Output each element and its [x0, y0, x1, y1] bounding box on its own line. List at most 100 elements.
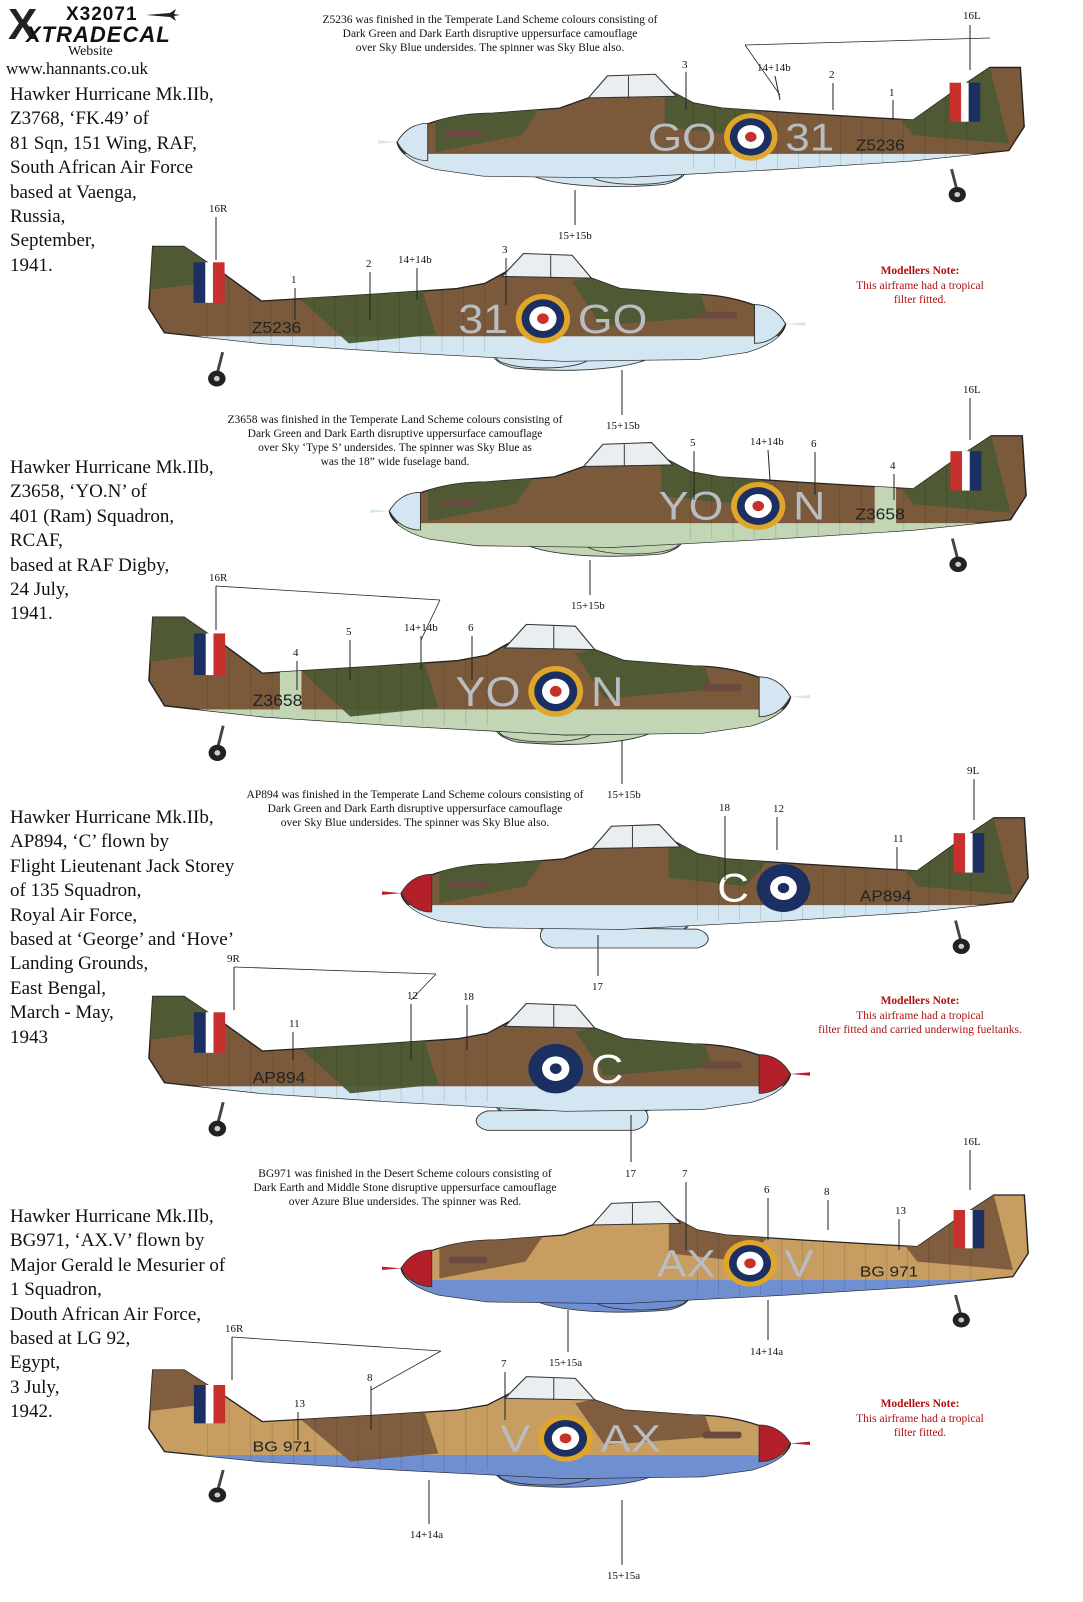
canopy-shape [582, 442, 675, 468]
aircraft-1-modellers-note: Modellers Note: This airframe had a trop… [820, 264, 1020, 308]
aircraft-3-description: Hawker Hurricane Mk.IIb, AP894, ‘C’ flow… [10, 806, 234, 1050]
desc-line: based at RAF Digby, [10, 554, 170, 576]
callout-label: 16L [963, 10, 981, 22]
exhaust-shape [702, 684, 742, 692]
fin-flash-white-shape [205, 1385, 214, 1424]
callout-label: 12 [407, 990, 418, 1002]
spinner-tip-shape [785, 322, 805, 326]
callout-label: 16R [225, 1323, 244, 1335]
note-line: Z5236 was finished in the Temperate Land… [322, 14, 658, 26]
code-right-letters: GO [578, 297, 647, 343]
callout-label: 12 [773, 803, 784, 815]
desc-line: Landing Grounds, [10, 953, 149, 975]
desc-line: South African Air Force [10, 157, 194, 179]
canopy-shape [587, 73, 678, 99]
aircraft-3-scheme-note: AP894 was finished in the Temperate Land… [225, 788, 605, 830]
note-line: Dark Green and Dark Earth disruptive upp… [247, 428, 543, 440]
desc-line: AP894, ‘C’ flown by [10, 831, 170, 853]
desc-line: Hawker Hurricane Mk.IIb, [10, 457, 214, 478]
desc-line: 1943 [10, 1026, 48, 1048]
spinner-shape [400, 1249, 433, 1288]
exhaust-shape [702, 1061, 742, 1069]
fin-flash-blue-shape [972, 1210, 985, 1249]
roundel-red-shape [549, 685, 562, 697]
fin-flash-red-shape [949, 82, 962, 122]
roundel-red-shape [752, 500, 765, 512]
exhaust-shape [698, 311, 738, 319]
spinner-shape [396, 122, 429, 162]
serial-number: BG 971 [860, 1264, 918, 1281]
desc-line: September, [10, 230, 96, 252]
fin-flash-blue-shape [193, 1012, 206, 1053]
website-label: Website [68, 44, 113, 59]
fin-flash-white-shape [205, 633, 214, 676]
callout-label: 17 [625, 1168, 636, 1180]
callout-label: 11 [289, 1018, 300, 1030]
spinner-shape [400, 873, 433, 913]
fin-flash-red-shape [213, 633, 226, 676]
spinner-shape [758, 676, 791, 718]
code-right-letters: C [591, 1047, 623, 1092]
exhaust-shape [444, 130, 484, 137]
callout-label: 16R [209, 203, 228, 215]
code-left-letters: C [717, 866, 749, 910]
serial-number: Z5236 [856, 137, 905, 154]
desc-line: Hawker Hurricane Mk.IIb, [10, 807, 214, 828]
desc-line: Major Gerald le Mesurier of [10, 1254, 226, 1276]
note-line: Dark Earth and Middle Stone disruptive u… [253, 1182, 557, 1194]
callout-label: 15+15b [571, 600, 605, 612]
callout-label: 15+15b [558, 230, 592, 242]
aircraft-2-scheme-note: Z3658 was finished in the Temperate Land… [205, 413, 585, 469]
callout-label: 8 [824, 1186, 830, 1198]
callout-label: 6 [764, 1184, 770, 1196]
roundel-red-shape [549, 1063, 562, 1074]
desc-line: Royal Air Force, [10, 904, 138, 926]
fin-flash-blue-shape [969, 451, 982, 491]
callout-label: 14+14b [750, 436, 784, 448]
exhaust-shape [437, 499, 477, 506]
modellers-note-title: Modellers Note: [880, 995, 960, 1007]
fin-flash-white-shape [962, 451, 970, 491]
website-link[interactable]: www.hannants.co.uk [6, 59, 148, 78]
spinner-shape [758, 1424, 791, 1463]
tailwheel-hub-shape [958, 943, 965, 949]
fin-flash-red-shape [212, 262, 225, 303]
note-line: Z3658 was finished in the Temperate Land… [227, 414, 563, 426]
callout-label: 14+14a [410, 1529, 444, 1541]
fin-flash-blue-shape [972, 833, 985, 873]
serial-number: Z3658 [855, 507, 905, 524]
roundel-red-shape [744, 1258, 756, 1269]
code-left-letters: GO [648, 115, 716, 159]
spinner-tip-shape [790, 1441, 810, 1445]
callout-label: 15+15a [607, 1570, 641, 1582]
callout-label: 4 [890, 460, 896, 472]
desc-line: Z3768, ‘FK.49’ of [10, 108, 149, 130]
callout-label: 1 [291, 274, 297, 286]
tailwheel-hub-shape [958, 1317, 965, 1323]
desc-line: 3 July, [10, 1376, 60, 1398]
callout-label: 14+14b [404, 622, 438, 634]
exhaust-shape [702, 1431, 742, 1439]
modellers-note-line: filter fitted and carried underwing fuel… [818, 1024, 1022, 1036]
callout-label: 6 [811, 438, 817, 450]
note-line: over Sky Blue undersides. The spinner wa… [280, 817, 550, 829]
tailwheel-hub-shape [214, 1492, 221, 1498]
antenna-guide-lines [215, 37, 991, 1391]
desc-line: March - May, [10, 1002, 114, 1024]
tailwheel-hub-shape [213, 375, 220, 382]
brand-x-mark: X [8, 0, 38, 49]
tailwheel-hub-shape [955, 561, 962, 567]
desc-line: Russia, [10, 206, 66, 228]
fuel-tank-shape [539, 926, 709, 949]
code-right-letters: V [784, 1242, 814, 1285]
spinner-tip-shape [370, 509, 390, 513]
desc-line: based at Vaenga, [10, 181, 137, 203]
tailwheel-hub-shape [954, 192, 961, 198]
leader-line [774, 75, 781, 101]
code-right-letters: N [793, 484, 825, 528]
canopy-shape [503, 1376, 597, 1401]
